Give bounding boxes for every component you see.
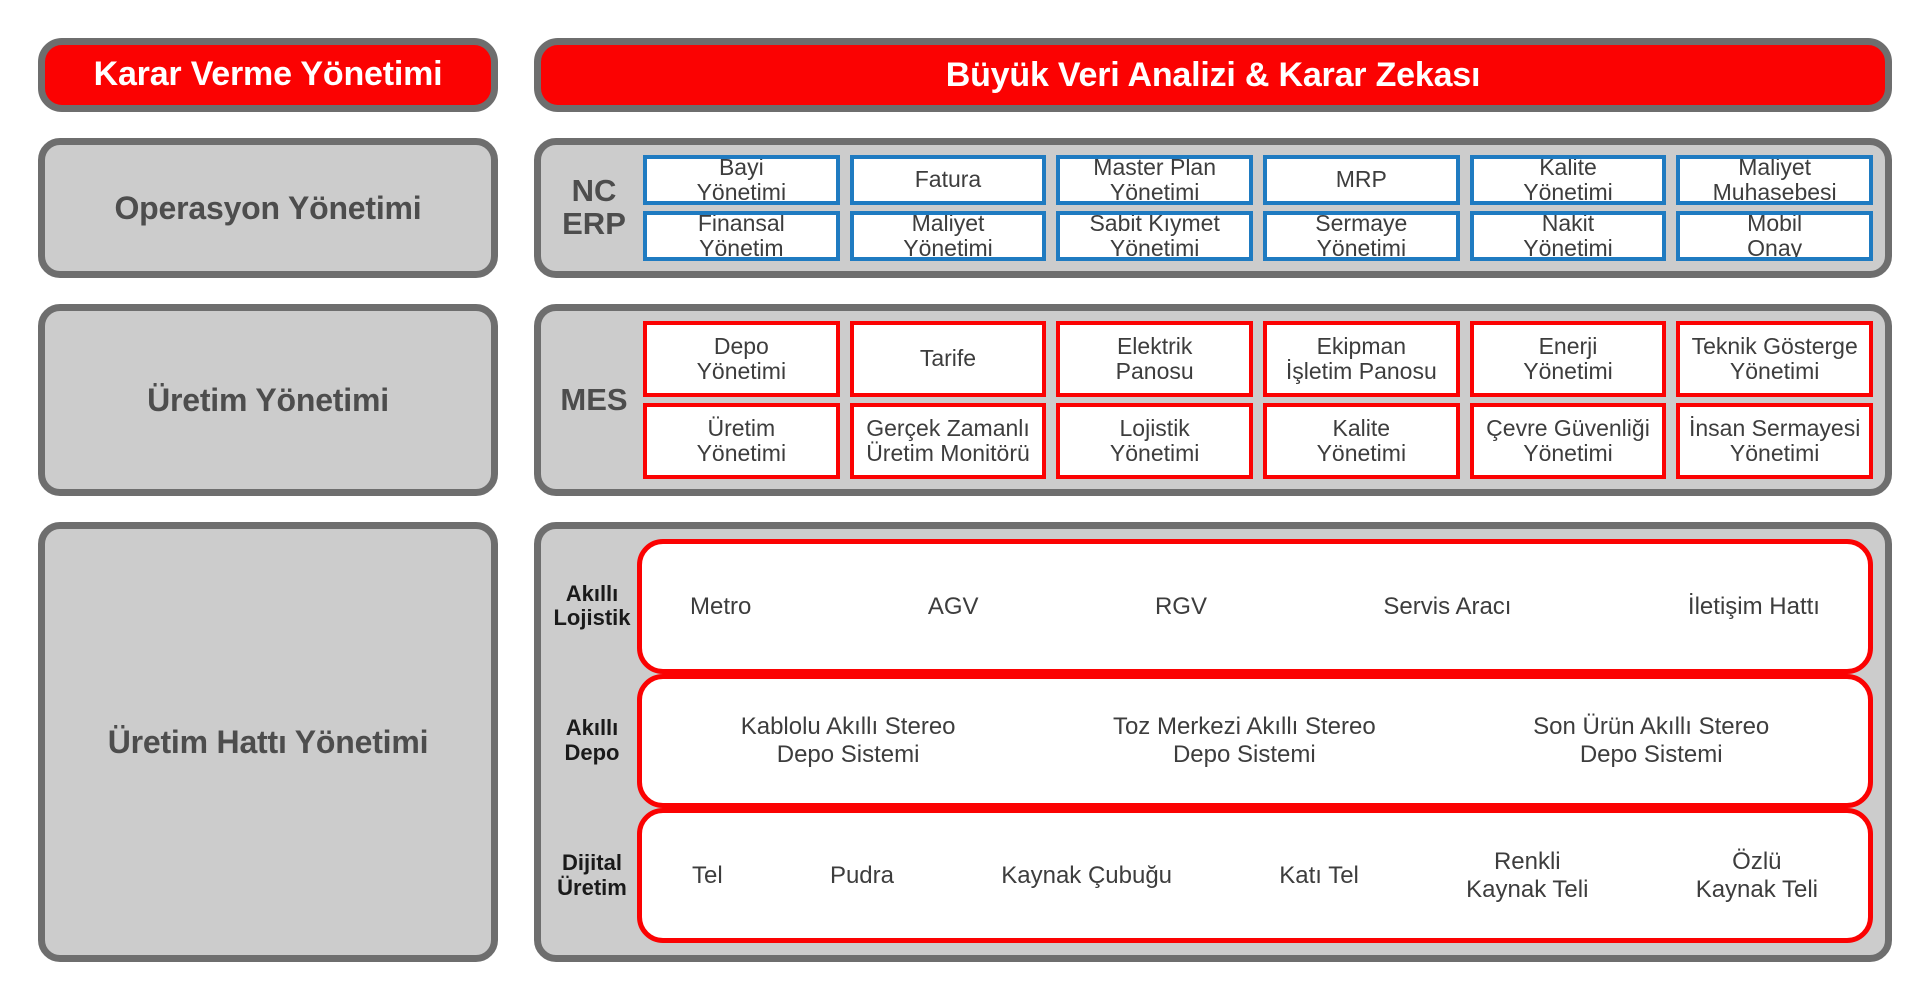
left-category-column: Karar Verme Yönetimi Operasyon Yönetimi … <box>38 38 498 962</box>
line-row-tag: Akıllı Lojistik <box>553 580 631 631</box>
line-row-tag: Akıllı Depo <box>564 715 620 765</box>
erp-panel-tag: NC ERP <box>562 173 626 241</box>
category-card-production-line-management[interactable]: Üretim Hattı Yönetimi <box>38 522 498 962</box>
line-row-digital-production: Dijital Üretim Tel Pudra Kaynak Çubuğu K… <box>551 808 1873 944</box>
line-item[interactable]: Servis Aracı <box>1383 592 1512 620</box>
line-item[interactable]: Toz Merkezi Akıllı Stereo Depo Sistemi <box>1112 713 1376 768</box>
erp-module-cell[interactable]: Kalite Yönetimi <box>1469 155 1667 205</box>
mes-module-cell[interactable]: Üretim Yönetimi <box>643 403 840 479</box>
line-row-tag: Dijital Üretim <box>557 850 627 900</box>
header-banner: Büyük Veri Analizi & Karar Zekası <box>534 38 1892 112</box>
erp-module-cell[interactable]: Mobil Onay <box>1676 211 1873 261</box>
erp-module-cell[interactable]: Master Plan Yönetimi <box>1056 155 1253 205</box>
line-row-smart-warehouse: Akıllı Depo Kablolu Akıllı Stereo Depo S… <box>551 673 1873 809</box>
mes-module-cell[interactable]: Ekipman İşletim Panosu <box>1263 321 1460 397</box>
line-item[interactable]: Kablolu Akıllı Stereo Depo Sistemi <box>740 713 956 768</box>
line-item[interactable]: Metro <box>690 592 752 620</box>
production-line-panel: Akıllı Lojistik Metro AGV RGV Servis Ara… <box>534 522 1892 962</box>
erp-module-cell[interactable]: Bayi Yönetimi <box>643 155 840 205</box>
mes-module-cell[interactable]: Elektrik Panosu <box>1056 321 1253 397</box>
erp-module-cell[interactable]: Fatura <box>849 155 1047 205</box>
category-label: Operasyon Yönetimi <box>114 189 422 226</box>
mes-module-cell[interactable]: Tarife <box>849 321 1047 397</box>
erp-module-cell[interactable]: Maliyet Yönetimi <box>849 211 1047 261</box>
category-label: Karar Verme Yönetimi <box>93 55 443 94</box>
mes-module-cell[interactable]: İnsan Sermayesi Yönetimi <box>1676 403 1873 479</box>
mes-module-cell[interactable]: Enerji Yönetimi <box>1469 321 1667 397</box>
category-label: Üretim Yönetimi <box>147 381 389 418</box>
erp-module-grid: Bayi Yönetimi Fatura Master Plan Yönetim… <box>643 155 1873 261</box>
erp-panel: NC ERP Bayi Yönetimi Fatura Master Plan … <box>534 138 1892 278</box>
erp-module-cell[interactable]: MRP <box>1263 155 1460 205</box>
line-item[interactable]: Pudra <box>829 861 894 889</box>
line-item[interactable]: AGV <box>927 592 979 620</box>
line-row-box: Kablolu Akıllı Stereo Depo Sistemi Toz M… <box>637 673 1873 809</box>
line-item[interactable]: RGV <box>1154 592 1207 620</box>
line-row-box: Metro AGV RGV Servis Aracı İletişim Hatt… <box>637 539 1873 674</box>
erp-module-cell[interactable]: Sermaye Yönetimi <box>1263 211 1460 261</box>
mes-module-cell[interactable]: Teknik Gösterge Yönetimi <box>1676 321 1873 397</box>
line-item[interactable]: İletişim Hattı <box>1687 592 1820 620</box>
line-item[interactable]: Kaynak Çubuğu <box>1001 861 1173 889</box>
category-card-decision-management[interactable]: Karar Verme Yönetimi <box>38 38 498 112</box>
line-item[interactable]: Katı Tel <box>1279 861 1359 889</box>
line-item[interactable]: Özlü Kaynak Teli <box>1695 848 1818 903</box>
erp-module-cell[interactable]: Nakit Yönetimi <box>1469 211 1667 261</box>
line-item[interactable]: Son Ürün Akıllı Stereo Depo Sistemi <box>1533 713 1770 768</box>
mes-panel: MES Depo Yönetimi Tarife Elektrik Panosu… <box>534 304 1892 496</box>
line-item[interactable]: Renkli Kaynak Teli <box>1466 848 1589 903</box>
mes-module-grid: Depo Yönetimi Tarife Elektrik Panosu Eki… <box>643 321 1873 479</box>
mes-module-cell[interactable]: Depo Yönetimi <box>643 321 840 397</box>
erp-module-cell[interactable]: Maliyet Muhasebesi <box>1676 155 1873 205</box>
line-item[interactable]: Tel <box>692 861 723 889</box>
category-card-operation-management[interactable]: Operasyon Yönetimi <box>38 138 498 278</box>
mes-module-cell[interactable]: Lojistik Yönetimi <box>1056 403 1253 479</box>
erp-module-cell[interactable]: Finansal Yönetim <box>643 211 840 261</box>
mes-module-cell[interactable]: Kalite Yönetimi <box>1263 403 1460 479</box>
banner-title: Büyük Veri Analizi & Karar Zekası <box>945 55 1481 94</box>
category-label: Üretim Hattı Yönetimi <box>107 723 429 760</box>
mes-module-cell[interactable]: Gerçek Zamanlı Üretim Monitörü <box>849 403 1047 479</box>
erp-module-cell[interactable]: Sabit Kıymet Yönetimi <box>1056 211 1253 261</box>
mes-module-cell[interactable]: Çevre Güvenliği Yönetimi <box>1469 403 1667 479</box>
mes-panel-tag: MES <box>560 381 628 417</box>
right-content-column: Büyük Veri Analizi & Karar Zekası NC ERP… <box>534 38 1892 962</box>
line-row-box: Tel Pudra Kaynak Çubuğu Katı Tel Renkli … <box>637 808 1873 944</box>
category-card-production-management[interactable]: Üretim Yönetimi <box>38 304 498 496</box>
line-row-smart-logistics: Akıllı Lojistik Metro AGV RGV Servis Ara… <box>551 539 1873 674</box>
